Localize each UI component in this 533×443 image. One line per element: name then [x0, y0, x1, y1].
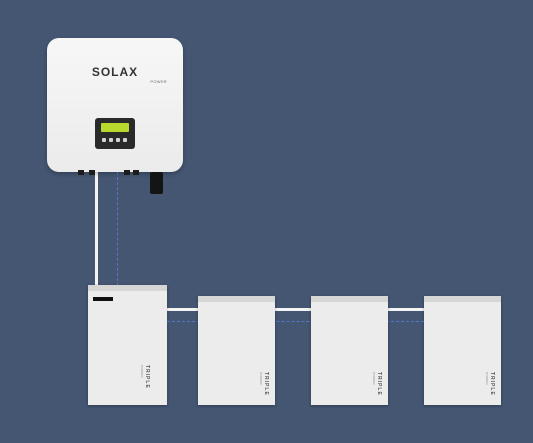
battery-chain-signal-cable [167, 321, 429, 322]
battery-module-3-top [424, 296, 501, 302]
inverter-button-4 [123, 138, 127, 142]
battery-master-top [88, 285, 167, 291]
battery-module-2: TRIPLE POWER [311, 296, 388, 405]
inverter-connector-right-2 [133, 170, 139, 175]
inverter-connector-mid [89, 170, 95, 175]
inverter-to-bms-power-cable [95, 172, 98, 286]
inverter-connector-right [124, 170, 130, 175]
battery-module-3: TRIPLE POWER [424, 296, 501, 405]
inverter-lcd-screen [101, 123, 129, 132]
solax-inverter: SOLAX POWER [47, 38, 183, 172]
battery-module-1-label-sub: POWER [259, 372, 263, 385]
inverter-brand-sub: POWER [150, 79, 167, 84]
battery-module-3-label: TRIPLE [489, 372, 495, 396]
battery-master-indicator [93, 297, 113, 301]
inverter-button-1 [102, 138, 106, 142]
battery-master-label: TRIPLE [144, 365, 150, 389]
battery-module-3-label-sub: POWER [485, 372, 489, 385]
battery-module-2-label-sub: POWER [372, 372, 376, 385]
inverter-display-panel [95, 118, 135, 149]
inverter-button-2 [109, 138, 113, 142]
inverter-brand-logo: SOLAX [91, 65, 139, 79]
battery-module-2-label: TRIPLE [376, 372, 382, 396]
battery-module-1: TRIPLE POWER [198, 296, 275, 405]
inverter-connector-left [78, 170, 84, 175]
inverter-to-bms-signal-cable [117, 172, 118, 286]
battery-module-1-top [198, 296, 275, 302]
battery-module-1-label: TRIPLE [263, 372, 269, 396]
battery-module-2-top [311, 296, 388, 302]
battery-master-label-sub: POWER [140, 365, 144, 378]
inverter-ac-connector [150, 172, 163, 194]
inverter-button-3 [116, 138, 120, 142]
battery-master-unit: TRIPLE POWER [88, 285, 167, 405]
